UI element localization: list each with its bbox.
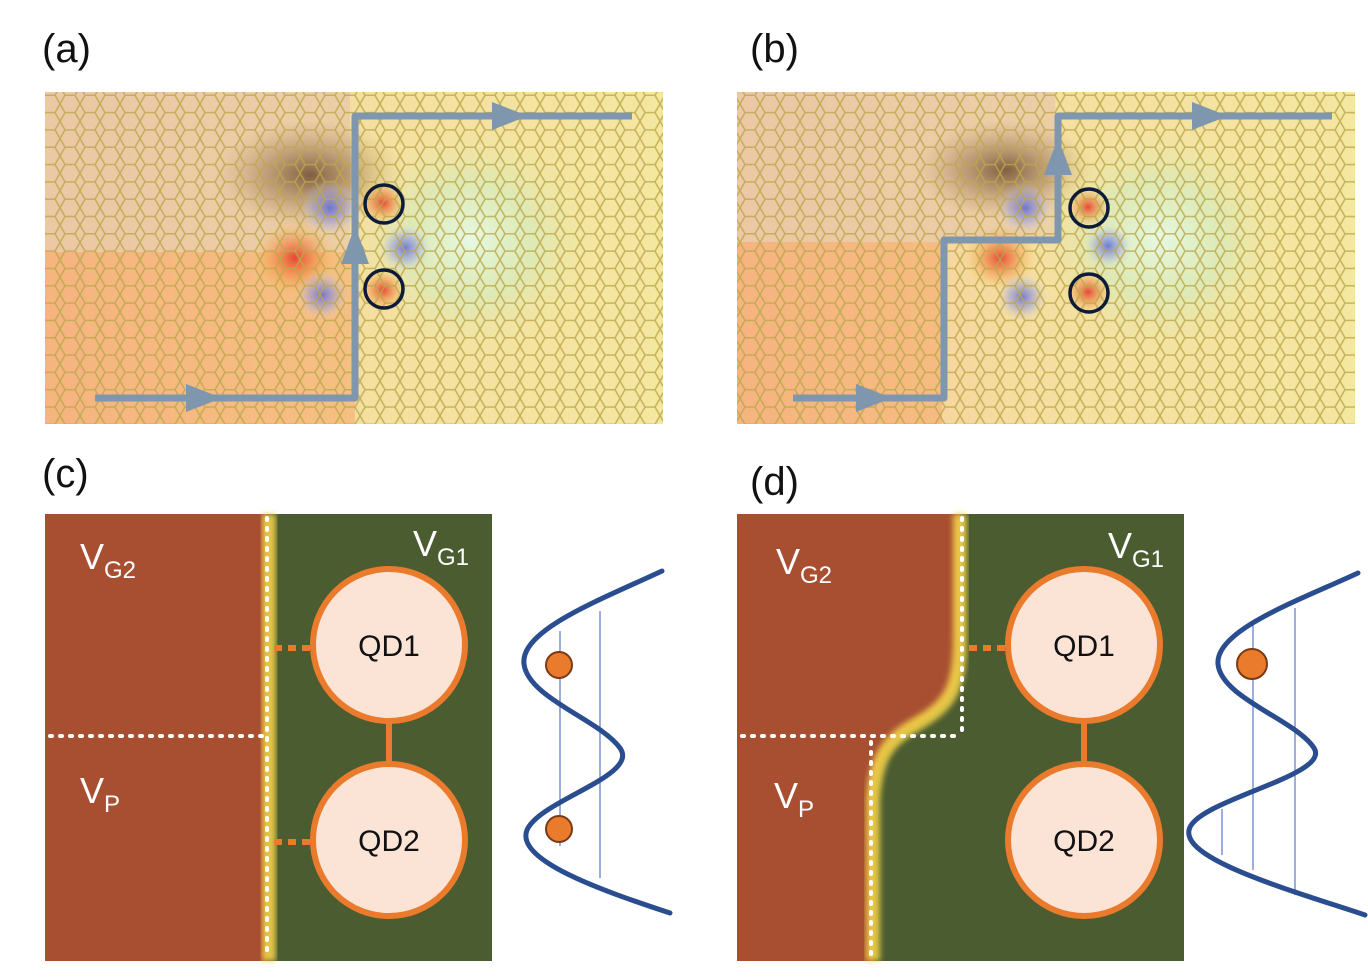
gate-p-label: VP — [80, 770, 120, 818]
path-arrow-icon — [341, 226, 369, 264]
panel-d-potential — [1186, 570, 1368, 918]
electron-icon — [1236, 648, 1268, 680]
panel-b-rings — [1068, 187, 1110, 314]
edge-channel — [262, 514, 276, 961]
quantum-dot-2 — [310, 761, 468, 919]
qd2-label: QD2 — [358, 825, 420, 858]
edge-channel — [866, 514, 967, 961]
gate-g2-label: VG2 — [80, 536, 136, 584]
qd1-label: QD1 — [1053, 630, 1115, 663]
dot-site-ring-icon — [363, 183, 405, 225]
panel-b-lattice — [737, 92, 1355, 424]
gate-g2-region — [737, 514, 960, 961]
dot-site-ring-icon — [1068, 272, 1110, 314]
path-arrow-icon — [1192, 102, 1228, 130]
panel-a-current-path — [95, 102, 632, 412]
electron-icon — [545, 815, 573, 843]
path-arrow-icon — [1044, 138, 1072, 175]
quantum-dot-1 — [310, 566, 468, 724]
panel-c-label: (c) — [42, 452, 89, 496]
panel-c-potential — [521, 568, 673, 916]
gate-g2-region — [45, 514, 267, 961]
path-arrow-icon — [186, 384, 222, 412]
quantum-dot-1 — [1005, 566, 1163, 724]
gate-g1-label: VG1 — [1108, 525, 1164, 573]
panel-d-device: QD1 QD2 VG2 VG1 VP — [737, 514, 1184, 961]
path-arrow-icon — [856, 384, 892, 412]
dot-site-ring-icon — [1068, 187, 1110, 229]
gate-g2-label: VG2 — [776, 541, 832, 589]
double-well-potential — [521, 568, 673, 916]
double-well-potential — [1186, 570, 1368, 918]
qd1-label: QD1 — [358, 630, 420, 663]
panel-a-rings — [363, 183, 405, 310]
panel-a-label: (a) — [42, 27, 91, 71]
dot-site-ring-icon — [363, 268, 405, 310]
gate-p-label: VP — [774, 775, 814, 823]
panel-b-current-path — [793, 102, 1332, 412]
panel-b-label: (b) — [750, 27, 799, 71]
panel-c-device: QD1 QD2 VG2 VG1 VP — [45, 514, 492, 961]
panel-d-label: (d) — [750, 460, 799, 504]
gate-g1-label: VG1 — [413, 523, 469, 571]
qd2-label: QD2 — [1053, 825, 1115, 858]
electron-icon — [545, 651, 573, 679]
quantum-dot-2 — [1005, 761, 1163, 919]
path-arrow-icon — [492, 102, 528, 130]
